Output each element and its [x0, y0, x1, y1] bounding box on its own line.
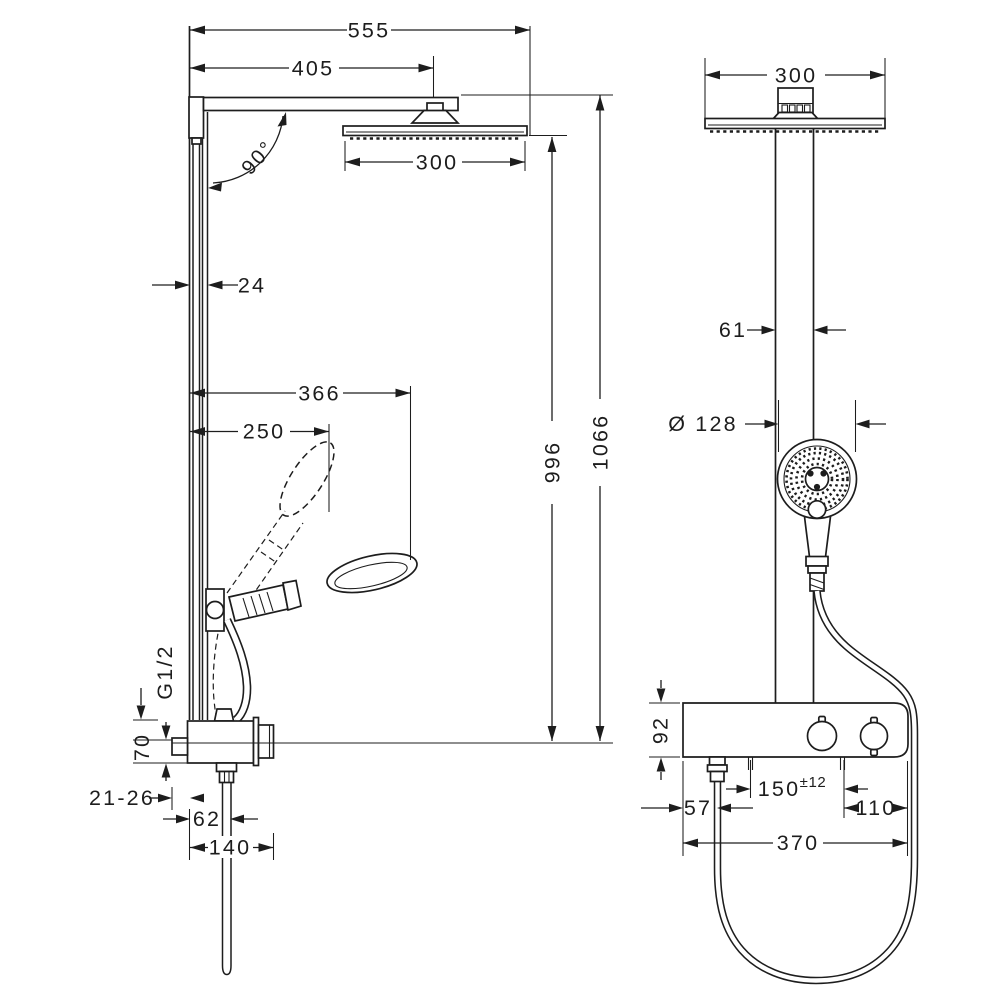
hose-front	[713, 590, 919, 985]
handshower-diameter-label: Ø 128	[668, 412, 738, 436]
hose-upper-side	[213, 618, 252, 724]
overhead-shower-front	[704, 87, 886, 133]
height-to-head-label: 996	[541, 441, 565, 483]
head-width-side-label: 300	[416, 151, 458, 175]
dim-head-width-side: 300	[344, 141, 526, 175]
hose-lower-side	[221, 782, 232, 976]
hose-thread-label: G1/2	[153, 644, 177, 699]
hand-shower-head	[326, 552, 418, 594]
dim-valve-drop: 70	[130, 722, 187, 781]
bar-depth-label: 24	[238, 274, 266, 298]
overhead-shower-side	[342, 102, 528, 140]
inlet-spacing-tolerance-label: ±12	[800, 774, 827, 791]
dim-valve-height: 92	[649, 680, 680, 780]
hose-outlet-fitting	[171, 737, 189, 756]
hose-offset-label: 62	[193, 807, 221, 831]
valve-depth-label: 140	[209, 836, 251, 860]
valve-knob-side	[257, 724, 275, 759]
dim-handshower-reach-upper: 250	[190, 420, 330, 512]
dim-arm-length: 405	[190, 56, 435, 97]
handshower-reach-upper-label: 250	[243, 420, 285, 444]
dim-handshower-diameter: Ø 128	[668, 400, 886, 452]
shower-pipe-front	[774, 128, 815, 703]
dim-hose-offset: 62	[163, 807, 258, 860]
valve-body-side	[186, 720, 255, 764]
valve-width-label: 370	[777, 831, 819, 855]
height-to-arm-label: 1066	[589, 414, 613, 471]
dim-inlet-left-offset: 57	[641, 761, 753, 856]
inlet-right-offset-label: 110	[856, 796, 897, 820]
arm-angle-label: 90°	[237, 136, 279, 179]
hand-shower-face	[334, 561, 408, 590]
hand-shower-raised-dashed	[212, 441, 335, 722]
dim-pipe-width: 61	[719, 318, 846, 342]
shower-arm-side	[202, 96, 459, 112]
thermostat-side	[171, 716, 275, 784]
dim-overall-width: 555	[190, 19, 531, 136]
dim-valve-depth: 140	[190, 833, 275, 860]
valve-body-front	[682, 702, 909, 758]
dim-wall-clearance: 21-26	[89, 786, 204, 810]
wall-bracket	[188, 96, 205, 139]
hand-shower-handle	[227, 583, 290, 623]
dim-head-width-front: 300	[704, 58, 886, 120]
left-side-view: 90°	[89, 19, 613, 976]
inlet-left-offset-label: 57	[684, 796, 712, 820]
dim-inlet-right-offset: 110	[844, 796, 908, 820]
dim-height-to-arm: 1066	[461, 94, 613, 741]
dim-inlet-spacing: 150 ±12	[726, 760, 868, 818]
inlet-spacing-label: 150	[758, 777, 800, 801]
right-front-view: 300 61 Ø 1	[641, 58, 919, 985]
hand-shower-front	[776, 438, 858, 592]
valve-drop-label: 70	[130, 733, 154, 761]
temperature-knob	[806, 720, 838, 752]
dim-arm-angle: 90°	[208, 112, 287, 192]
overall-width-label: 555	[348, 19, 390, 43]
head-width-front-label: 300	[775, 64, 817, 88]
spray-select-button	[807, 499, 827, 520]
dim-valve-width: 370	[683, 761, 909, 856]
shower-bar-side	[188, 26, 209, 720]
dim-height-to-head: 996	[529, 134, 567, 741]
thermostat-front	[682, 702, 909, 783]
valve-height-label: 92	[649, 716, 673, 744]
dim-handshower-reach: 366	[190, 382, 412, 560]
volume-knob	[859, 721, 889, 751]
hand-shower-side	[205, 552, 418, 632]
wall-clearance-label: 21-26	[89, 786, 155, 810]
arm-length-label: 405	[292, 57, 334, 81]
handshower-reach-label: 366	[298, 382, 340, 406]
shower-plate-front	[704, 117, 886, 130]
dim-hose-thread: G1/2	[133, 644, 177, 721]
pipe-width-label: 61	[719, 318, 747, 342]
bracket-pivot	[205, 600, 225, 620]
dim-bar-depth: 24	[152, 274, 266, 298]
